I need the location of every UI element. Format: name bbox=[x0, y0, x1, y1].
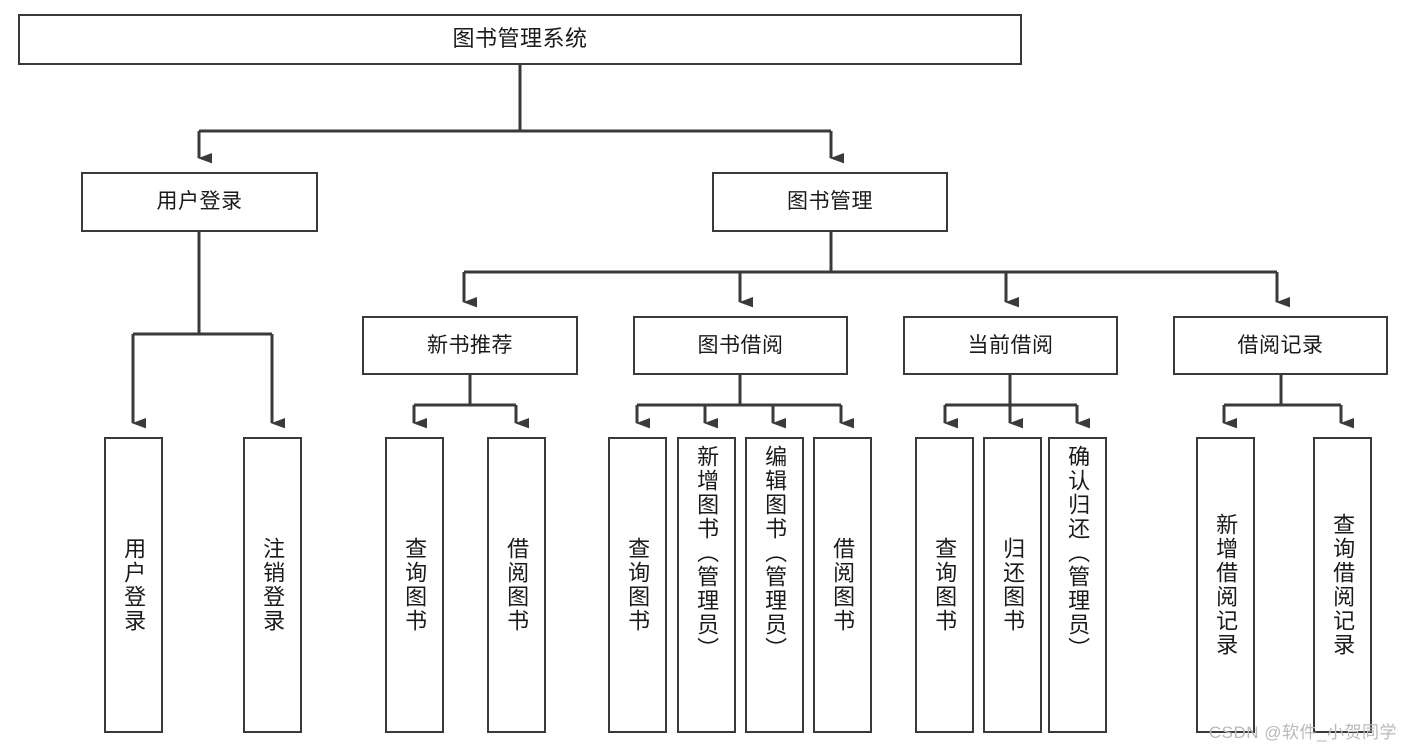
node-leaf-user-login[interactable]: 用户登录 bbox=[104, 437, 163, 733]
node-label: 编辑图书（管理员） bbox=[762, 445, 788, 661]
node-label: 图书借阅 bbox=[697, 333, 784, 357]
node-label: 新书推荐 bbox=[427, 333, 513, 357]
node-label: 注销登录 bbox=[260, 537, 286, 633]
node-label: 归还图书 bbox=[1000, 537, 1026, 633]
node-root-book-management-system[interactable]: 图书管理系统 bbox=[18, 14, 1022, 65]
node-leaf-borrow-book[interactable]: 借阅图书 bbox=[813, 437, 872, 733]
node-label: 当前借阅 bbox=[967, 333, 1054, 357]
node-leaf-borrow-book-recommend[interactable]: 借阅图书 bbox=[487, 437, 546, 733]
node-leaf-logout[interactable]: 注销登录 bbox=[243, 437, 302, 733]
node-label: 图书管理系统 bbox=[452, 26, 588, 52]
node-leaf-query-book-current[interactable]: 查询图书 bbox=[915, 437, 974, 733]
node-leaf-query-book-borrow[interactable]: 查询图书 bbox=[608, 437, 667, 733]
node-label: 用户登录 bbox=[156, 190, 243, 214]
node-leaf-return-book[interactable]: 归还图书 bbox=[983, 437, 1042, 733]
node-label: 新增借阅记录 bbox=[1213, 513, 1239, 657]
node-book-borrow[interactable]: 图书借阅 bbox=[633, 316, 848, 375]
node-leaf-query-borrow-record[interactable]: 查询借阅记录 bbox=[1313, 437, 1372, 733]
node-label: 借阅图书 bbox=[504, 537, 530, 633]
node-new-book-recommendation[interactable]: 新书推荐 bbox=[362, 316, 578, 375]
node-label: 图书管理 bbox=[787, 190, 873, 214]
node-book-management[interactable]: 图书管理 bbox=[712, 172, 948, 232]
node-leaf-edit-book-admin[interactable]: 编辑图书（管理员） bbox=[745, 437, 804, 733]
node-label: 借阅图书 bbox=[830, 537, 856, 633]
node-label: 查询借阅记录 bbox=[1330, 513, 1356, 657]
node-user-login[interactable]: 用户登录 bbox=[81, 172, 318, 232]
node-label: 用户登录 bbox=[121, 537, 147, 633]
node-label: 查询图书 bbox=[932, 537, 958, 633]
node-borrow-record[interactable]: 借阅记录 bbox=[1173, 316, 1388, 375]
node-current-borrow[interactable]: 当前借阅 bbox=[903, 316, 1118, 375]
node-leaf-add-book-admin[interactable]: 新增图书（管理员） bbox=[677, 437, 736, 733]
node-label: 查询图书 bbox=[402, 537, 428, 633]
watermark: CSDN @软件_小贺同学 bbox=[1208, 723, 1397, 742]
node-label: 新增图书（管理员） bbox=[694, 445, 720, 661]
node-label: 借阅记录 bbox=[1237, 333, 1324, 357]
node-label: 确认归还（管理员） bbox=[1065, 445, 1091, 661]
node-label: 查询图书 bbox=[625, 537, 651, 633]
node-leaf-confirm-return-admin[interactable]: 确认归还（管理员） bbox=[1048, 437, 1107, 733]
node-leaf-query-book-recommend[interactable]: 查询图书 bbox=[385, 437, 444, 733]
node-leaf-add-borrow-record[interactable]: 新增借阅记录 bbox=[1196, 437, 1255, 733]
